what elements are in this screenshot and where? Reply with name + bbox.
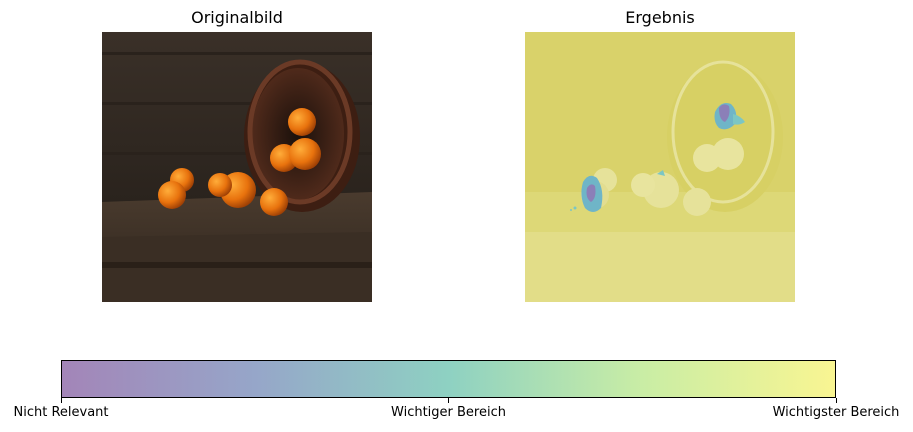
colorbar: [61, 360, 836, 398]
original-image: [102, 32, 372, 302]
colorbar-tick: [448, 398, 449, 403]
result-image-title: Ergebnis: [625, 8, 695, 27]
colorbar-tick: [835, 398, 837, 403]
original-image-title: Originalbild: [191, 8, 283, 27]
colorbar-tick-label: Wichtigster Bereich: [772, 405, 900, 420]
colorbar-tick-label: Nicht Relevant: [13, 405, 109, 420]
colorbar-tick-label: Wichtiger Bereich: [391, 405, 506, 420]
result-image: [525, 32, 795, 302]
colorbar-tick: [60, 398, 62, 403]
